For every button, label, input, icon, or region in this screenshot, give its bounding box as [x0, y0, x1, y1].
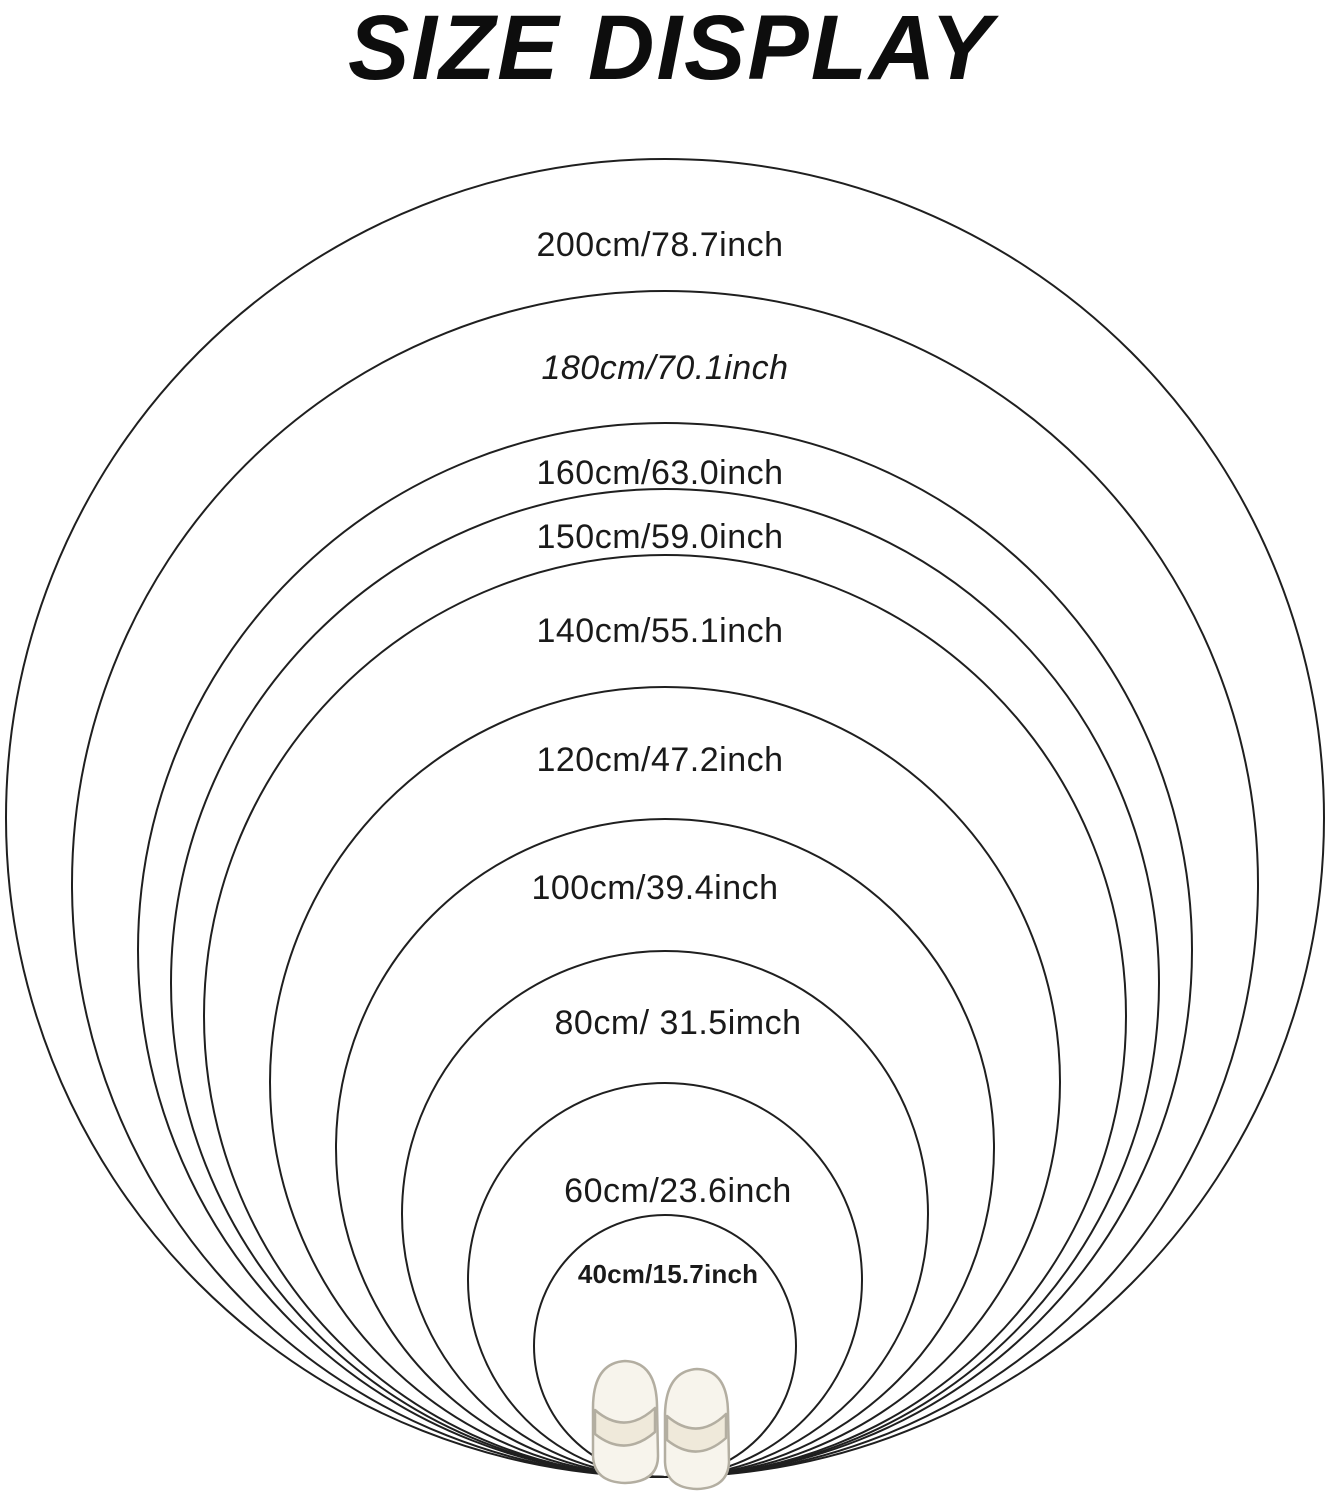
size-label-80cm: 80cm/ 31.5imch — [554, 1004, 802, 1042]
size-label-200cm: 200cm/78.7inch — [536, 226, 784, 264]
size-label-100cm: 100cm/39.4inch — [531, 869, 779, 907]
page-title: SIZE DISPLAY — [348, 0, 994, 99]
size-circle-40cm — [533, 1214, 797, 1478]
size-label-40cm: 40cm/15.7inch — [577, 1259, 759, 1289]
size-label-140cm: 140cm/55.1inch — [536, 612, 784, 650]
size-label-60cm: 60cm/23.6inch — [564, 1172, 792, 1210]
slippers-icon — [591, 1359, 731, 1491]
size-label-160cm: 160cm/63.0inch — [536, 454, 784, 492]
size-label-120cm: 120cm/47.2inch — [536, 741, 784, 779]
size-label-180cm: 180cm/70.1inch — [541, 349, 789, 387]
size-label-150cm: 150cm/59.0inch — [536, 518, 784, 556]
